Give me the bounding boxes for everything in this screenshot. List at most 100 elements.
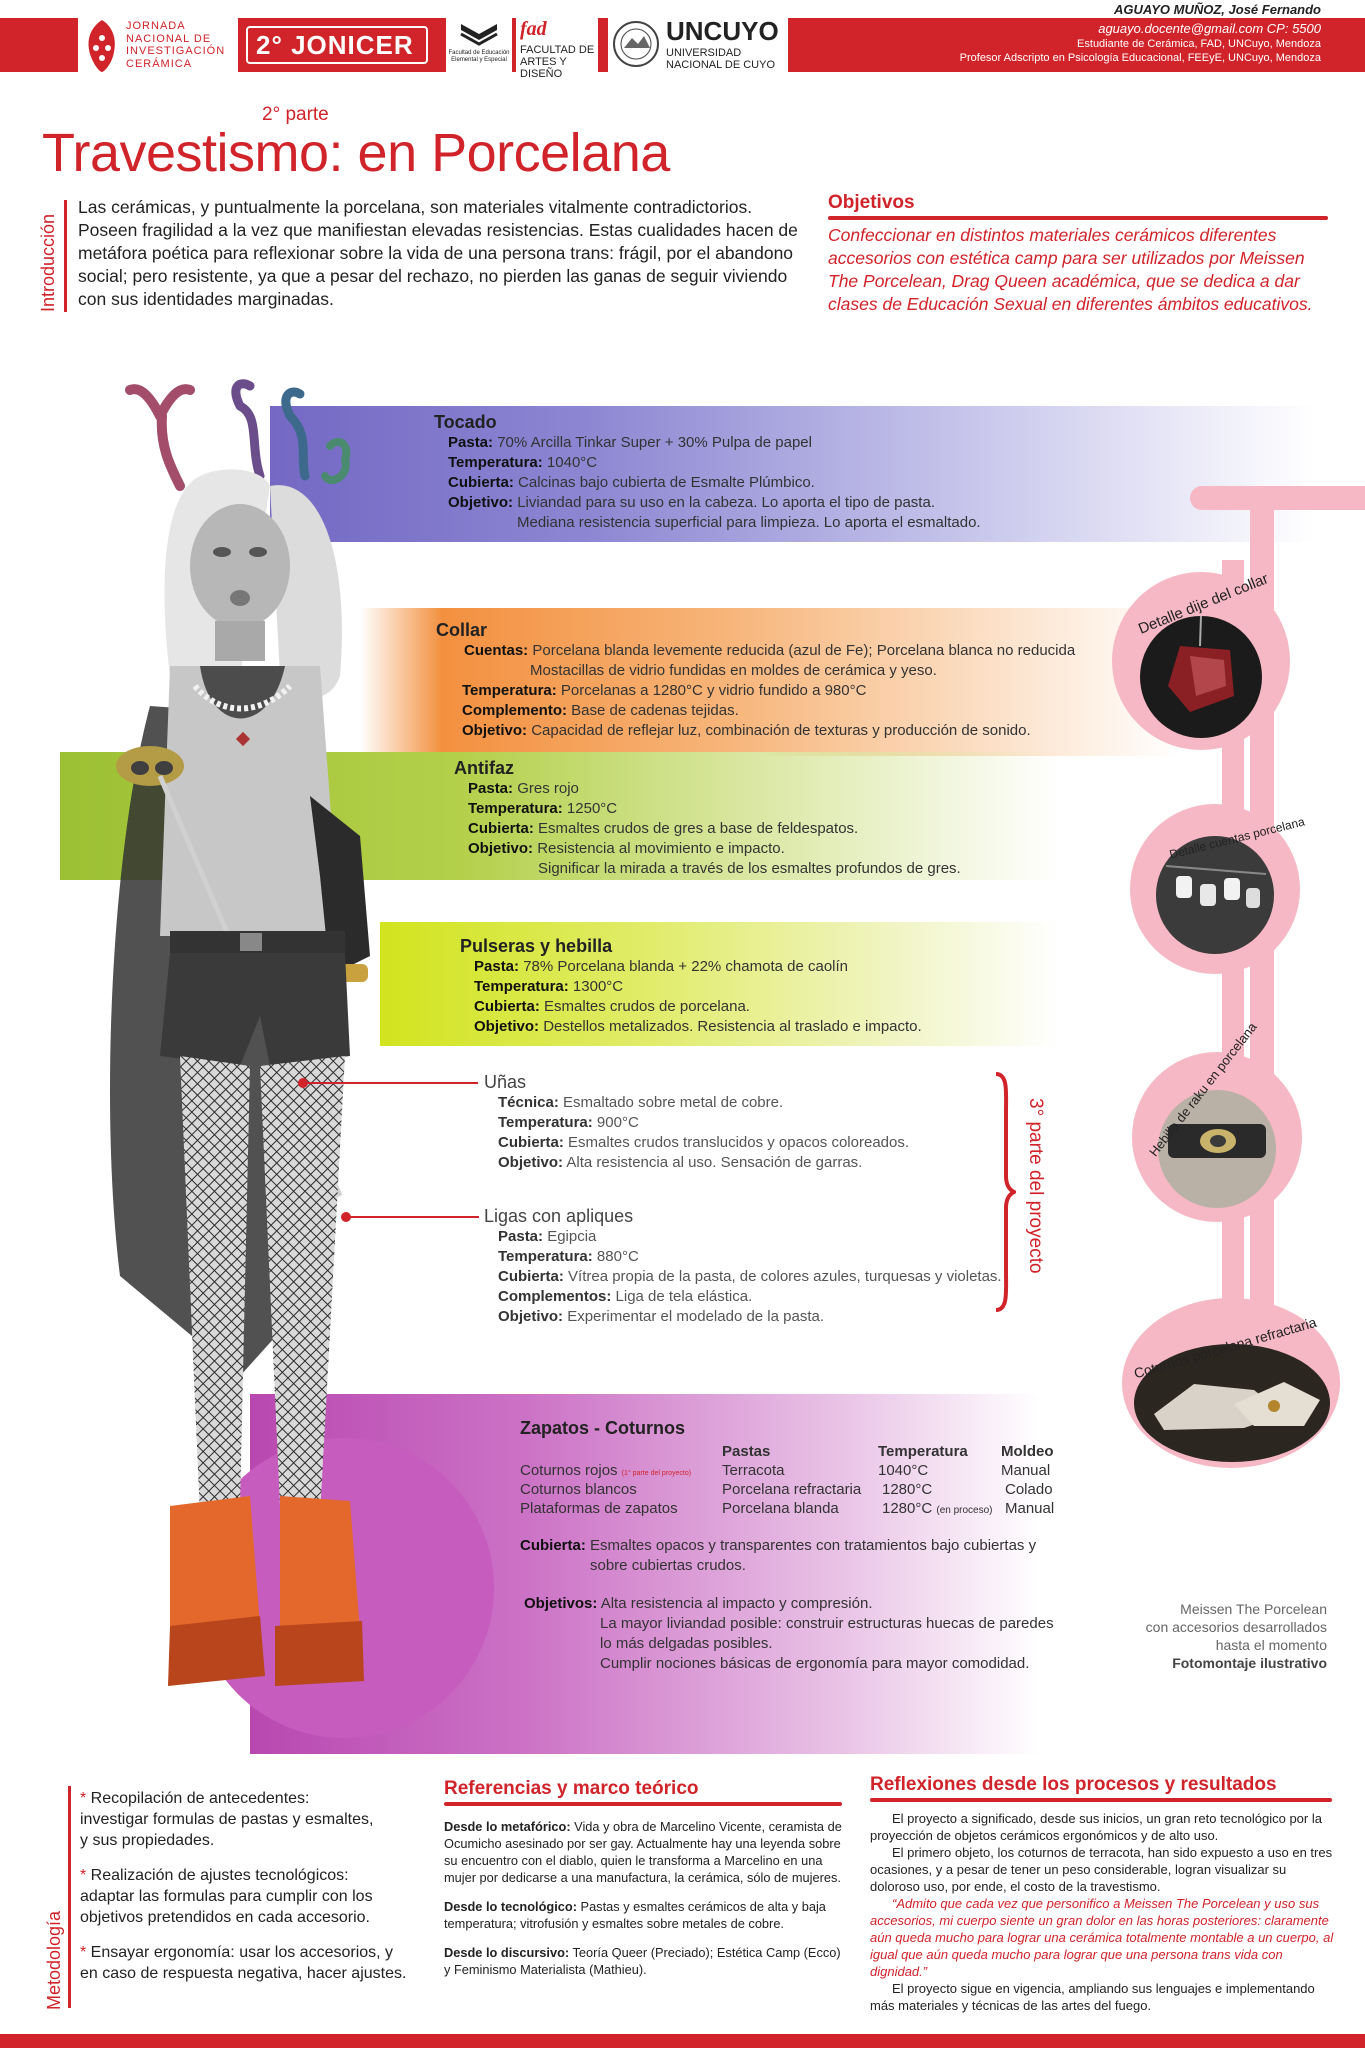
author-name: AGUAYO MUÑOZ, José Fernando bbox=[1113, 2, 1321, 17]
tocado-title: Tocado bbox=[434, 412, 497, 432]
uncuyo-title: UNCUYO bbox=[666, 16, 779, 46]
antifaz-line: Pasta: Gres rojo bbox=[468, 780, 579, 797]
detail-hebilla-photo bbox=[1158, 1090, 1276, 1208]
reflexiones-p1: El proyecto a significado, desde sus ini… bbox=[870, 1811, 1322, 1843]
dije-icon bbox=[1168, 616, 1234, 712]
metodologia-rule bbox=[68, 1786, 71, 2008]
collar-line: Objetivo: Capacidad de reflejar luz, com… bbox=[462, 722, 1031, 739]
jonicer-text: 2° JONICER bbox=[256, 30, 414, 60]
tocado-line: Objetivo: Liviandad para su uso en la ca… bbox=[448, 494, 935, 511]
antifaz-title: Antifaz bbox=[454, 758, 514, 778]
objetivos-title: Objetivos bbox=[828, 192, 915, 213]
referencias-title: Referencias y marco teórico bbox=[444, 1778, 699, 1799]
collar-title: Collar bbox=[436, 620, 488, 640]
unas-pointer bbox=[302, 1082, 478, 1084]
detail-cuentas-photo bbox=[1156, 836, 1274, 954]
reflexiones-title: Reflexiones desde los procesos y resulta… bbox=[870, 1774, 1277, 1795]
unas-title: Uñas bbox=[484, 1072, 527, 1092]
footer-bar bbox=[0, 2034, 1365, 2048]
zapatos-section: Zapatos - Coturnos bbox=[520, 1418, 1080, 1439]
tercera-parte-bracket bbox=[995, 1072, 1016, 1312]
fad-text-line: FACULTAD DE bbox=[520, 44, 595, 56]
jornada-line: JORNADA bbox=[126, 20, 186, 32]
pulseras-section: Pulseras y hebilla Pasta: 78% Porcelana … bbox=[460, 936, 1020, 1037]
author-email[interactable]: aguayo.docente@gmail.com CP: 5500 bbox=[1098, 21, 1321, 36]
uncuyo-sub-line: NACIONAL DE CUYO bbox=[666, 59, 776, 71]
objetivos-text: Confeccionar en distintos materiales cer… bbox=[828, 225, 1313, 314]
list-item: Desde lo tecnológico: Pastas y esmaltes … bbox=[444, 1899, 826, 1931]
unas-line: Cubierta: Esmaltes crudos translucidos y… bbox=[498, 1134, 910, 1151]
fad-text-line: ARTES Y DISEÑO bbox=[520, 56, 567, 80]
faculty-logo: Facultad de Educación Elemental y Especi… bbox=[446, 14, 512, 76]
fad-mark: fad bbox=[520, 18, 547, 40]
band-pulseras bbox=[380, 922, 1060, 1046]
tocado-line: Mediana resistencia superficial para lim… bbox=[517, 514, 981, 531]
jornada-line: CERÁMICA bbox=[126, 57, 193, 70]
meissen-figure bbox=[110, 379, 370, 1686]
author-role: Profesor Adscripto en Psicología Educaci… bbox=[959, 52, 1321, 64]
metodologia-side-label: Metodología bbox=[44, 1880, 66, 2010]
ligas-pointer-dot bbox=[341, 1212, 351, 1222]
antifaz-line: Temperatura: 1250°C bbox=[468, 800, 618, 817]
collar-line: Mostacillas de vidrio fundidas en moldes… bbox=[530, 662, 937, 679]
objetivos-rule bbox=[828, 216, 1328, 220]
faculty-small-text: Facultad de Educación Elemental y Especi… bbox=[448, 50, 510, 63]
hebilla-icon bbox=[1168, 1124, 1266, 1158]
cuentas-icon bbox=[1165, 865, 1267, 908]
intro-rule bbox=[64, 200, 67, 312]
photo-caption: Meissen The Porcelean con accesorios des… bbox=[1146, 1600, 1327, 1672]
pulseras-line: Objetivo: Destellos metalizados. Resiste… bbox=[474, 1018, 922, 1035]
ligas-line: Objetivo: Experimentar el modelado de la… bbox=[498, 1308, 825, 1325]
intro-side-label-text: Introducción bbox=[38, 213, 58, 312]
tercera-parte-text: 3° parte del proyecto bbox=[1025, 1098, 1046, 1274]
referencias-list: Desde lo metafórico: Vida y obra de Marc… bbox=[444, 1818, 846, 1978]
detail-coturnos-photo bbox=[1134, 1344, 1330, 1462]
ligas-line: Cubierta: Vítrea propia de la pasta, de … bbox=[498, 1268, 1002, 1285]
part-label: 2° parte bbox=[262, 104, 329, 125]
jonicer-logo: 2° JONICER bbox=[246, 26, 428, 64]
list-item: * Realización de ajustes tecnológicos: a… bbox=[80, 1867, 373, 1926]
caption-bold: Fotomontaje ilustrativo bbox=[1172, 1655, 1327, 1671]
ligas-line: Pasta: Egipcia bbox=[498, 1228, 597, 1245]
caption-line: Meissen The Porcelean bbox=[1180, 1601, 1327, 1617]
pink-frame-top bbox=[1190, 486, 1365, 510]
uncuyo-seal-icon bbox=[613, 21, 659, 67]
reflexiones-p2: El primero objeto, los coturnos de terra… bbox=[870, 1845, 1333, 1894]
pulseras-line: Temperatura: 1300°C bbox=[474, 978, 624, 995]
jornada-logo: JORNADA NACIONAL DE INVESTIGACIÓN CERÁMI… bbox=[78, 14, 238, 76]
metodologia-side-label-text: Metodología bbox=[44, 1910, 64, 2010]
ligas-section: Ligas con apliques Pasta: Egipcia Temper… bbox=[484, 1206, 1014, 1327]
unas-section: Uñas Técnica: Esmaltado sobre metal de c… bbox=[484, 1072, 1004, 1173]
tocado-line: Cubierta: Calcinas bajo cubierta de Esma… bbox=[448, 474, 815, 491]
collar-line: Complemento: Base de cadenas tejidas. bbox=[462, 702, 739, 719]
author-role: Estudiante de Cerámica, FAD, UNCuyo, Men… bbox=[1077, 38, 1321, 50]
tercera-parte-label: 3° parte del proyecto bbox=[1022, 1098, 1046, 1298]
collar-line: Cuentas: Porcelana blanda levemente redu… bbox=[464, 642, 1076, 659]
list-item: Desde lo discursivo: Teoría Queer (Preci… bbox=[444, 1945, 841, 1977]
tocado-line: Temperatura: 1040°C bbox=[448, 454, 598, 471]
unas-line: Técnica: Esmaltado sobre metal de cobre. bbox=[498, 1094, 784, 1111]
ligas-line: Temperatura: 880°C bbox=[498, 1248, 639, 1265]
page-title: Travestismo: en Porcelana bbox=[42, 123, 670, 183]
zapatos-header-pastas: Pastas bbox=[722, 1443, 771, 1460]
author-block: AGUAYO MUÑOZ, José Fernando aguayo.docen… bbox=[960, 2, 1321, 65]
pulseras-line: Cubierta: Esmaltes crudos de porcelana. bbox=[474, 998, 750, 1015]
tocado-line: Pasta: 70% Arcilla Tinkar Super + 30% Pu… bbox=[448, 434, 812, 451]
caption-line: hasta el momento bbox=[1215, 1637, 1327, 1653]
band-tocado bbox=[270, 406, 1315, 542]
table-row: Coturnos blancos Porcelana refractaria 1… bbox=[520, 1481, 1053, 1498]
band-collar bbox=[360, 608, 1180, 756]
reflexiones-body: El proyecto a significado, desde sus ini… bbox=[870, 1810, 1334, 2014]
zapatos-objetivos: Objetivos: Alta resistencia al impacto y… bbox=[524, 1595, 1054, 1672]
jornada-line: INVESTIGACIÓN bbox=[126, 45, 226, 57]
list-item: * Ensayar ergonomía: usar los accesorios… bbox=[80, 1944, 407, 1982]
antifaz-line: Objetivo: Resistencia al movimiento e im… bbox=[468, 840, 785, 857]
antifaz-line: Significar la mirada a través de los esm… bbox=[538, 860, 961, 877]
ligas-line: Complementos: Liga de tela elástica. bbox=[498, 1288, 753, 1305]
collar-line: Temperatura: Porcelanas a 1280°C y vidri… bbox=[462, 682, 867, 699]
unas-pointer-dot bbox=[298, 1078, 308, 1088]
metodologia-list: * Recopilación de antecedentes: investig… bbox=[80, 1788, 440, 1984]
uncuyo-logo: UNCUYO UNIVERSIDAD NACIONAL DE CUYO bbox=[608, 14, 788, 76]
zapatos-header-temp: Temperatura bbox=[878, 1443, 968, 1460]
intro-side-label: Introducción bbox=[38, 172, 60, 312]
